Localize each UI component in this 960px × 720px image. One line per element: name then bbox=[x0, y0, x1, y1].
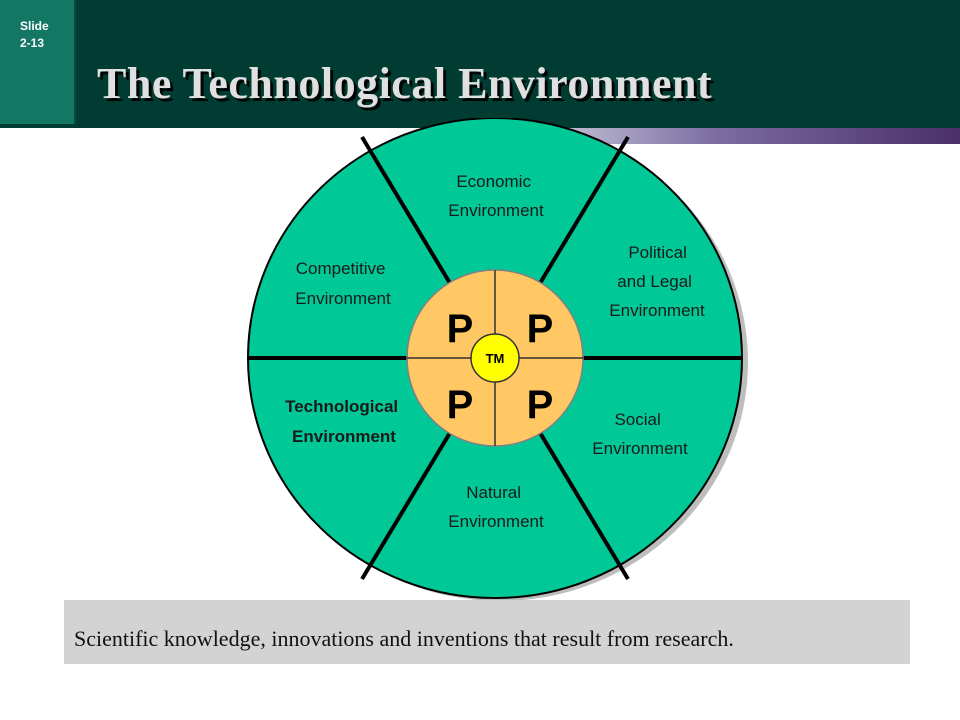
tm-circle bbox=[470, 333, 520, 383]
segment-political-line3: Environment bbox=[609, 301, 705, 320]
segment-social: Social Environment bbox=[592, 410, 688, 458]
tm-label: TM bbox=[486, 351, 505, 366]
p-letter-bottom-left: P bbox=[447, 383, 474, 427]
caption-box: Scientific knowledge, innovations and in… bbox=[64, 600, 910, 664]
segment-natural-line2: Environment bbox=[448, 512, 544, 531]
segment-social-line2: Environment bbox=[592, 439, 688, 458]
segment-technological-line1: Technological bbox=[285, 397, 398, 416]
segment-technological-line2: Environment bbox=[292, 427, 396, 446]
title-shadow: The Technological Environment bbox=[100, 62, 716, 111]
slide-label-number: 2-13 bbox=[20, 36, 45, 50]
slide-number-tab: Slide 2-13 bbox=[0, 0, 76, 124]
segment-competitive: Competitive Environment bbox=[295, 259, 391, 308]
caption-text: Scientific knowledge, innovations and in… bbox=[74, 626, 734, 651]
slide-label-word: Slide bbox=[20, 19, 49, 33]
segment-technological: Technological Environment bbox=[285, 397, 403, 446]
header-bar bbox=[0, 0, 960, 128]
segment-competitive-line1: Competitive bbox=[296, 259, 386, 278]
slide-number-label: Slide 2-13 bbox=[20, 18, 60, 52]
segment-economic-line2: Environment bbox=[448, 201, 544, 220]
segment-natural-line1: Natural bbox=[466, 483, 521, 502]
segment-social-line1: Social bbox=[614, 410, 660, 429]
slide-title: The Technological Environment bbox=[97, 59, 713, 108]
p-letter-top-right: P bbox=[527, 307, 554, 351]
segment-natural: Natural Environment bbox=[448, 483, 544, 531]
environment-wheel-diagram: Economic Environment Political and Legal… bbox=[247, 118, 748, 601]
segment-economic: Economic Environment bbox=[448, 172, 544, 220]
segment-economic-line1: Economic bbox=[456, 172, 531, 191]
segment-political-line1: Political bbox=[628, 243, 687, 262]
p-letter-bottom-right: P bbox=[527, 383, 554, 427]
segment-political-legal: Political and Legal Environment bbox=[609, 243, 705, 320]
segment-political-line2: and Legal bbox=[617, 272, 692, 291]
segment-competitive-line2: Environment bbox=[295, 289, 391, 308]
p-letter-top-left: P bbox=[447, 307, 474, 351]
